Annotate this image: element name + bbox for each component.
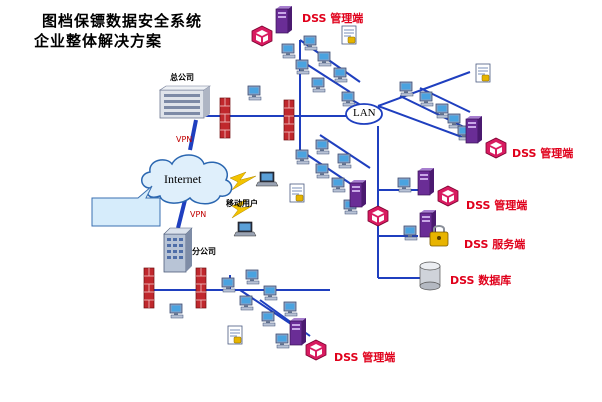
internet-label: Internet (164, 172, 202, 186)
computer-icon (317, 51, 332, 67)
lightning-icon (231, 199, 253, 219)
computer-icon (331, 177, 346, 193)
computer-icon (275, 333, 290, 349)
firewall-icon (143, 267, 155, 309)
building-icon (163, 227, 193, 273)
computer-icon (281, 43, 296, 59)
lock-icon (429, 225, 449, 247)
computer-icon (261, 311, 276, 327)
branch-label: 分公司 (192, 247, 216, 256)
computer-icon (263, 285, 278, 301)
server-tower-icon (417, 167, 435, 196)
server-tower-icon (275, 5, 293, 34)
dss-server-label: DSS 服务端 (464, 238, 526, 251)
computer-icon (295, 149, 310, 165)
lightning-icon (229, 171, 257, 191)
callout-box (91, 185, 161, 227)
laptop-icon (233, 221, 257, 237)
computer-icon (169, 303, 184, 319)
computer-icon (283, 301, 298, 317)
mobile-user-label: 移动用户 (226, 199, 258, 208)
computer-icon (247, 85, 262, 101)
document-icon (341, 25, 357, 45)
computer-icon (341, 91, 356, 107)
laptop-icon (255, 171, 279, 187)
building-icon (159, 85, 211, 119)
computer-icon (295, 59, 310, 75)
firewall-icon (283, 99, 295, 141)
dss-database-label: DSS 数据库 (450, 274, 512, 287)
hq-label: 总公司 (170, 73, 194, 82)
database-icon (419, 261, 441, 291)
computer-icon (403, 225, 418, 241)
cube-icon (367, 205, 389, 227)
lan-hub (345, 103, 383, 125)
document-icon (289, 183, 305, 203)
computer-icon (333, 67, 348, 83)
computer-icon (221, 277, 236, 293)
firewall-icon (195, 267, 207, 309)
cloud-icon (141, 154, 233, 205)
computer-icon (337, 153, 352, 169)
dss-manager-label-right: DSS 管理端 (512, 147, 574, 160)
vpn-label-bottom: VPN (190, 210, 207, 219)
computer-icon (397, 177, 412, 193)
dss-manager-label-bottom: DSS 管理端 (334, 351, 396, 364)
cube-icon (485, 137, 507, 159)
title-line-1: 图档保镖数据安全系统 (42, 12, 203, 30)
title-line-2: 企业整体解决方案 (34, 32, 163, 50)
lan-label: LAN (353, 107, 376, 119)
computer-icon (315, 139, 330, 155)
dss-manager-label-mid: DSS 管理端 (466, 199, 528, 212)
cube-icon (251, 25, 273, 47)
dss-manager-label-top: DSS 管理端 (302, 12, 364, 25)
computer-icon (311, 77, 326, 93)
server-tower-icon (349, 179, 367, 208)
server-tower-icon (289, 317, 307, 346)
document-icon (227, 325, 243, 345)
cube-icon (305, 339, 327, 361)
computer-icon (303, 35, 318, 51)
document-icon (475, 63, 491, 83)
computer-icon (399, 81, 414, 97)
firewall-icon (219, 97, 231, 139)
computer-icon (245, 269, 260, 285)
computer-icon (239, 295, 254, 311)
cube-icon (437, 185, 459, 207)
vpn-link-top (188, 119, 198, 151)
computer-icon (315, 163, 330, 179)
computer-icon (435, 103, 450, 119)
vpn-label-top: VPN (176, 135, 193, 144)
server-tower-icon (465, 115, 483, 144)
computer-icon (419, 91, 434, 107)
